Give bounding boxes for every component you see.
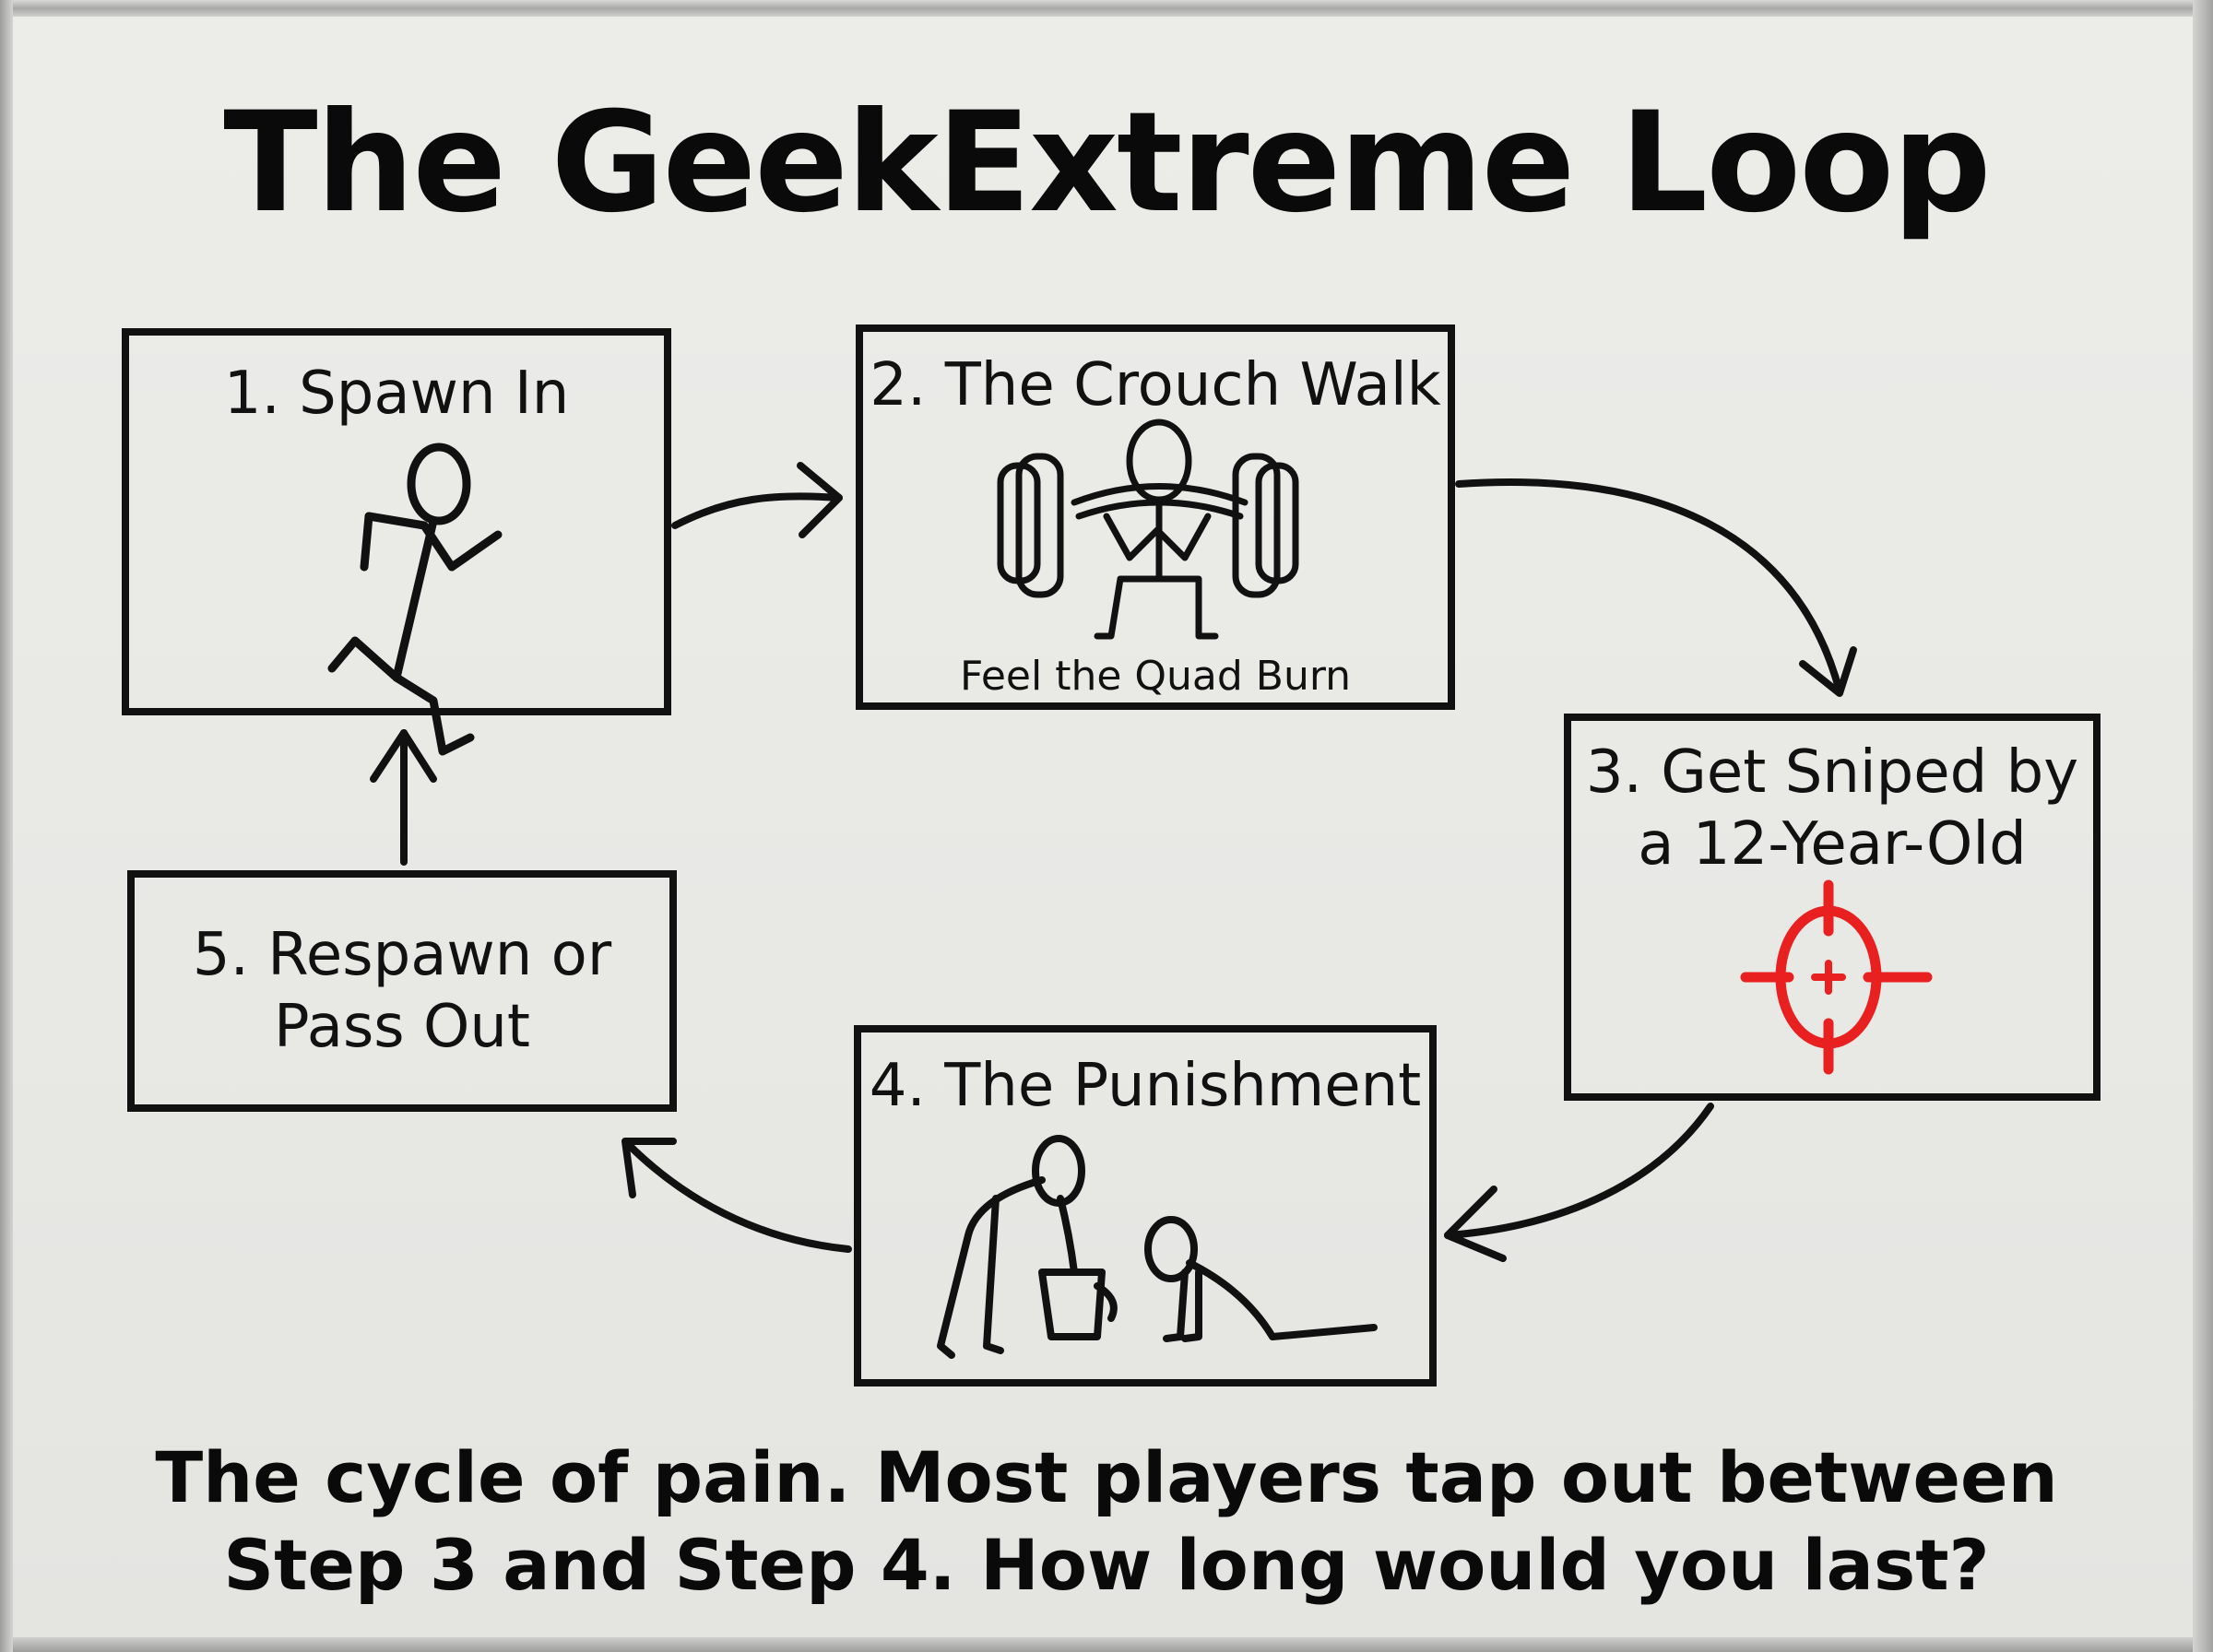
- board-frame-bottom: [0, 1637, 2213, 1652]
- board-frame-top: [0, 0, 2213, 17]
- step-2-label: 2. The Crouch Walk: [870, 351, 1441, 419]
- board-frame-left: [0, 0, 13, 1652]
- step-5-label-line1: 5. Respawn or: [192, 921, 612, 989]
- footer-line-2: Step 3 and Step 4. How long would you la…: [223, 1524, 1990, 1606]
- arrow-step1-to-step2-icon: [671, 462, 843, 538]
- step-2-caption: Feel the Quad Burn: [959, 653, 1352, 700]
- board-frame-right: [2193, 0, 2213, 1652]
- step-2-box: 2. The Crouch Walk Feel the Quad Burn: [856, 324, 1455, 710]
- vomiting-and-collapsed-stick-figures-icon: [937, 1135, 1378, 1359]
- footer-line-1: The cycle of pain. Most players tap out …: [155, 1436, 2058, 1518]
- arrow-step2-to-step3-icon: [1455, 478, 1857, 697]
- step-5-label-line2: Pass Out: [274, 993, 530, 1061]
- step-1-box: 1. Spawn In: [122, 328, 671, 715]
- running-stick-figure-icon: [327, 442, 503, 756]
- diagram-title: The GeekExtreme Loop: [223, 83, 1991, 243]
- step-3-label-line2: a 12-Year-Old: [1638, 810, 2027, 879]
- arrow-step3-to-step4-icon: [1444, 1103, 1714, 1262]
- crosshair-icon: [1740, 879, 1933, 1075]
- squatting-barbell-stick-figure-icon: [997, 419, 1299, 640]
- arrow-step5-to-step1-icon: [370, 729, 437, 866]
- step-5-box: 5. Respawn or Pass Out: [127, 870, 677, 1112]
- step-3-box: 3. Get Sniped by a 12-Year-Old: [1564, 714, 2101, 1101]
- step-1-label: 1. Spawn In: [223, 360, 570, 428]
- footer-caption: The cycle of pain. Most players tap out …: [0, 1434, 2213, 1609]
- step-4-box: 4. The Punishment: [854, 1025, 1437, 1386]
- arrow-step4-to-step5-icon: [621, 1138, 852, 1253]
- step-4-label: 4. The Punishment: [869, 1052, 1422, 1120]
- step-3-label-line1: 3. Get Sniped by: [1585, 738, 2079, 807]
